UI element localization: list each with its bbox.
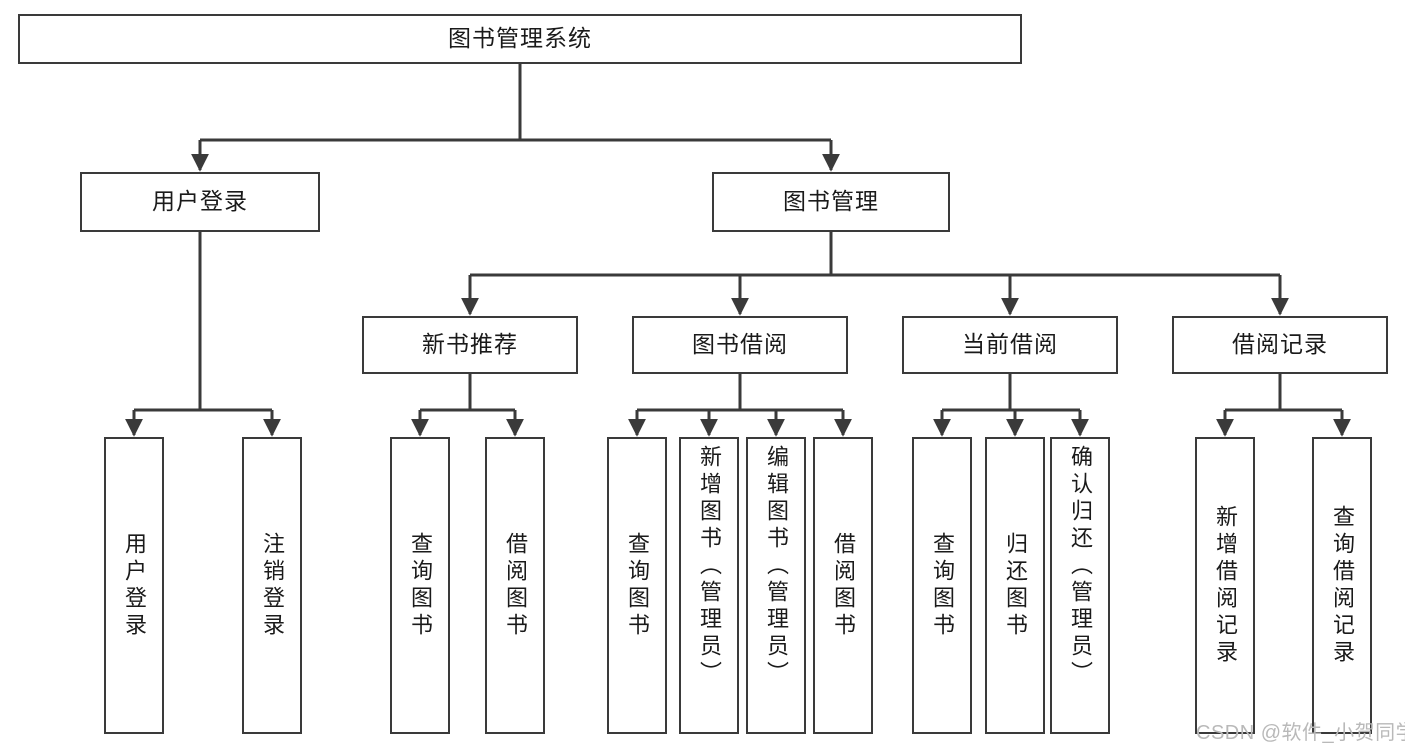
node-label: 查询图书 [930, 531, 955, 640]
node-leaf-query-book-rec[interactable]: 查询图书 [390, 437, 450, 734]
leaf-text-wrap: 用户登录 [106, 445, 162, 726]
node-label: 查询图书 [408, 531, 433, 640]
node-root[interactable]: 图书管理系统 [18, 14, 1022, 64]
node-book-manage[interactable]: 图书管理 [712, 172, 950, 232]
leaf-text-wrap: 查询借阅记录 [1314, 445, 1370, 726]
node-user-login[interactable]: 用户登录 [80, 172, 320, 232]
leaf-text-wrap: 新增借阅记录 [1197, 445, 1253, 726]
node-label: 图书管理系统 [448, 25, 592, 52]
node-label: 用户登录 [122, 531, 147, 640]
node-new-book-rec[interactable]: 新书推荐 [362, 316, 578, 374]
node-leaf-edit-book[interactable]: 编辑图书（管理员） [746, 437, 806, 734]
watermark-text: CSDN @软件_小贺同学 [1196, 722, 1405, 744]
node-leaf-query-record[interactable]: 查询借阅记录 [1312, 437, 1372, 734]
node-label: 新增图书（管理员） [697, 445, 722, 688]
node-label: 借阅图书 [503, 531, 528, 640]
leaf-text-wrap: 注销登录 [244, 445, 300, 726]
node-label: 新增借阅记录 [1213, 504, 1238, 667]
leaf-text-wrap: 查询图书 [914, 445, 970, 726]
node-label: 注销登录 [260, 531, 285, 640]
node-label: 查询借阅记录 [1330, 504, 1355, 667]
node-label: 新书推荐 [422, 331, 518, 358]
node-label: 确认归还（管理员） [1068, 445, 1093, 688]
node-leaf-query-book-b[interactable]: 查询图书 [607, 437, 667, 734]
node-leaf-user-logout[interactable]: 注销登录 [242, 437, 302, 734]
leaf-text-wrap: 查询图书 [609, 445, 665, 726]
node-label: 借阅记录 [1232, 331, 1328, 358]
node-current-borrow[interactable]: 当前借阅 [902, 316, 1118, 374]
node-book-borrow[interactable]: 图书借阅 [632, 316, 848, 374]
node-borrow-record[interactable]: 借阅记录 [1172, 316, 1388, 374]
node-label: 查询图书 [625, 531, 650, 640]
node-leaf-add-book[interactable]: 新增图书（管理员） [679, 437, 739, 734]
leaf-text-wrap: 确认归还（管理员） [1052, 445, 1108, 726]
node-leaf-add-record[interactable]: 新增借阅记录 [1195, 437, 1255, 734]
node-label: 当前借阅 [962, 331, 1058, 358]
node-label: 借阅图书 [831, 531, 856, 640]
leaf-text-wrap: 查询图书 [392, 445, 448, 726]
node-label: 图书借阅 [692, 331, 788, 358]
node-label: 用户登录 [152, 188, 248, 215]
leaf-text-wrap: 借阅图书 [487, 445, 543, 726]
node-leaf-return-book[interactable]: 归还图书 [985, 437, 1045, 734]
node-leaf-borrow-book-rec[interactable]: 借阅图书 [485, 437, 545, 734]
node-leaf-borrow-book-b[interactable]: 借阅图书 [813, 437, 873, 734]
node-label: 归还图书 [1003, 531, 1028, 640]
node-leaf-query-book-c[interactable]: 查询图书 [912, 437, 972, 734]
node-leaf-user-login[interactable]: 用户登录 [104, 437, 164, 734]
leaf-text-wrap: 归还图书 [987, 445, 1043, 726]
node-label: 图书管理 [783, 188, 879, 215]
leaf-text-wrap: 新增图书（管理员） [681, 445, 737, 726]
leaf-text-wrap: 借阅图书 [815, 445, 871, 726]
node-leaf-confirm-return[interactable]: 确认归还（管理员） [1050, 437, 1110, 734]
leaf-text-wrap: 编辑图书（管理员） [748, 445, 804, 726]
node-label: 编辑图书（管理员） [764, 445, 789, 688]
